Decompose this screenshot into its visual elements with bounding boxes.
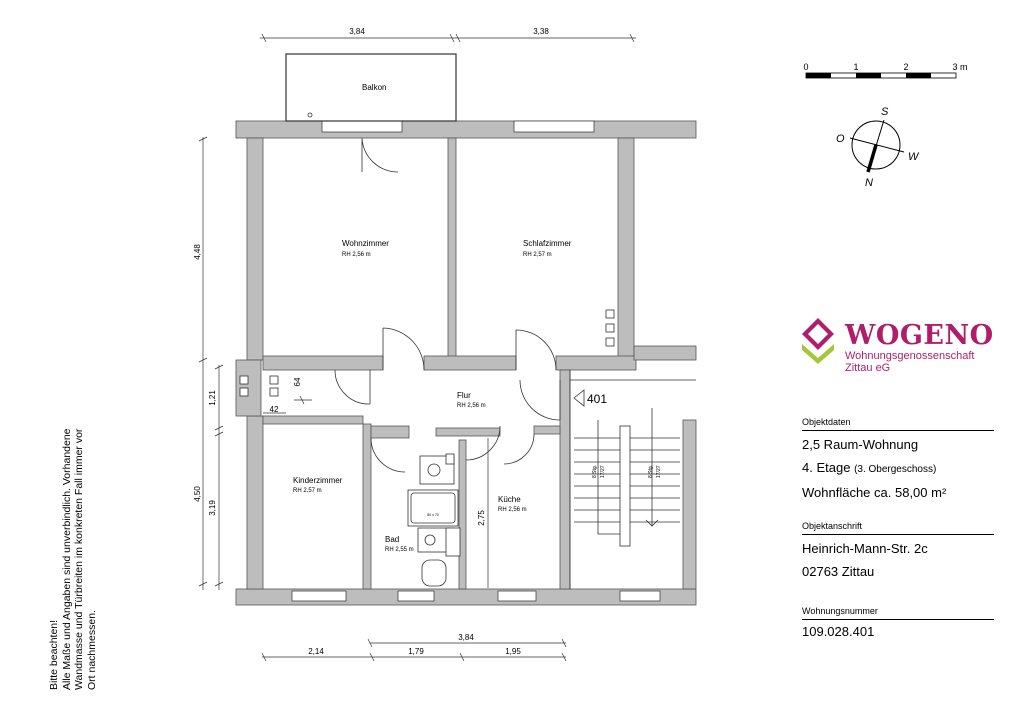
scale-tick-0: 0 xyxy=(803,62,808,72)
compass-w: W xyxy=(908,151,920,163)
dim-wall-64: 64 xyxy=(293,377,302,386)
note-line3: Wandmasse und Türbreiten im konkreten Fa… xyxy=(73,428,85,690)
walls xyxy=(235,120,697,606)
scale-tick-2: 2 xyxy=(903,62,908,72)
scale-tick-1: 1 xyxy=(853,62,858,72)
wohnungsnummer-label: Wohnungsnummer xyxy=(802,606,878,616)
scale-bar: 0 1 2 3 m xyxy=(803,62,968,79)
info-panel: Objektdaten 2,5 Raum-Wohnung 4. Etage (3… xyxy=(802,412,994,639)
dim-top-left: 3,84 xyxy=(349,27,365,36)
room-schlafzimmer: Schlafzimmer xyxy=(523,239,572,248)
room-balkon: Balkon xyxy=(362,83,386,92)
note-line4: Ort nachmessen. xyxy=(85,610,98,690)
apartment-type: 2,5 Raum-Wohnung xyxy=(802,437,919,452)
dim-top-right: 3,38 xyxy=(533,27,549,36)
tub-label: 80 x 70 xyxy=(427,513,439,517)
street: Heinrich-Mann-Str. 2c xyxy=(802,541,928,556)
compass-n: N xyxy=(865,177,873,189)
stair-unit-number: 401 xyxy=(587,392,607,406)
dim-left-lower: 4,50 xyxy=(193,486,202,502)
dim-kitchen-h: 2,75 xyxy=(477,510,486,526)
logo-line2: Zittau eG xyxy=(845,362,891,374)
room-wohnzimmer-rh: RH 2,56 m xyxy=(342,252,371,258)
wogeno-logo-icon xyxy=(802,318,834,364)
floor-row: 4. Etage (3. Obergeschoss) xyxy=(802,460,994,477)
wohnungsnummer-header: Wohnungsnummer xyxy=(802,601,994,620)
objektanschrift-header: Objektanschrift xyxy=(802,516,994,535)
vent-boxes xyxy=(239,309,615,397)
room-bad: Bad xyxy=(385,535,399,544)
dim-wall-42: 42 xyxy=(270,405,279,414)
balcony-outline xyxy=(285,53,457,122)
compass-s: S xyxy=(881,106,889,118)
note-line2: Alle Maße und Angaben sind unverbindlich… xyxy=(60,428,73,690)
note-line1: Bitte beachten! xyxy=(48,619,60,690)
scale-tick-3: 3 m xyxy=(952,62,967,72)
stairwell xyxy=(569,370,696,589)
compass-o: O xyxy=(836,133,845,145)
room-kinderzimmer-rh: RH 2,57 m xyxy=(293,488,322,494)
windows xyxy=(291,120,661,602)
objektanschrift-label: Objektanschrift xyxy=(802,521,863,531)
room-flur: Flur xyxy=(457,391,471,400)
room-schlafzimmer-rh: RH 2,57 m xyxy=(523,252,552,258)
apartment-number: 109.028.401 xyxy=(802,624,875,639)
bath-fixtures xyxy=(407,453,461,587)
logo: WOGENO Wohnungsgenossenschaft Zittau eG xyxy=(845,320,994,375)
city: 02763 Zittau xyxy=(802,564,875,579)
dim-bottom-a: 2,14 xyxy=(308,647,324,656)
dim-bottom-total: 3,84 xyxy=(458,633,474,642)
stair-run-left-b: 17/27 xyxy=(600,465,606,478)
stair-run-right-b: 17/27 xyxy=(656,465,662,478)
stair-run-right-a: 8 Stg. xyxy=(648,465,654,478)
room-kinderzimmer: Kinderzimmer xyxy=(293,476,343,485)
door-swings xyxy=(334,137,561,473)
objektdaten-header: Objektdaten xyxy=(802,412,994,431)
living-area: Wohnfläche ca. 58,00 m² xyxy=(802,485,947,500)
logo-title: WOGENO xyxy=(845,320,994,351)
room-bad-rh: RH 2,55 m xyxy=(385,547,414,553)
floor: 4. Etage xyxy=(802,460,851,475)
dim-left-mid-a: 1,21 xyxy=(208,390,217,406)
dimension-lines xyxy=(198,33,636,662)
room-wohnzimmer: Wohnzimmer xyxy=(342,239,389,248)
disclaimer-note: Bitte beachten! Alle Maße und Angaben si… xyxy=(48,390,98,690)
floor-note: (3. Obergeschoss) xyxy=(854,464,937,475)
dim-bottom-b: 1,79 xyxy=(408,647,424,656)
dim-left-upper: 4,48 xyxy=(193,244,202,260)
room-flur-rh: RH 2,56 m xyxy=(457,403,486,409)
dim-bottom-c: 1,95 xyxy=(505,647,521,656)
compass-icon: S O W N xyxy=(836,106,920,189)
room-kueche: Küche xyxy=(498,495,521,504)
objektdaten-label: Objektdaten xyxy=(802,417,851,427)
room-kueche-rh: RH 2,56 m xyxy=(498,507,527,513)
dim-left-mid-b: 3,19 xyxy=(208,500,217,516)
logo-line1: Wohnungsgenossenschaft xyxy=(845,350,975,362)
stair-run-left-a: 8 Stg. xyxy=(592,465,598,478)
